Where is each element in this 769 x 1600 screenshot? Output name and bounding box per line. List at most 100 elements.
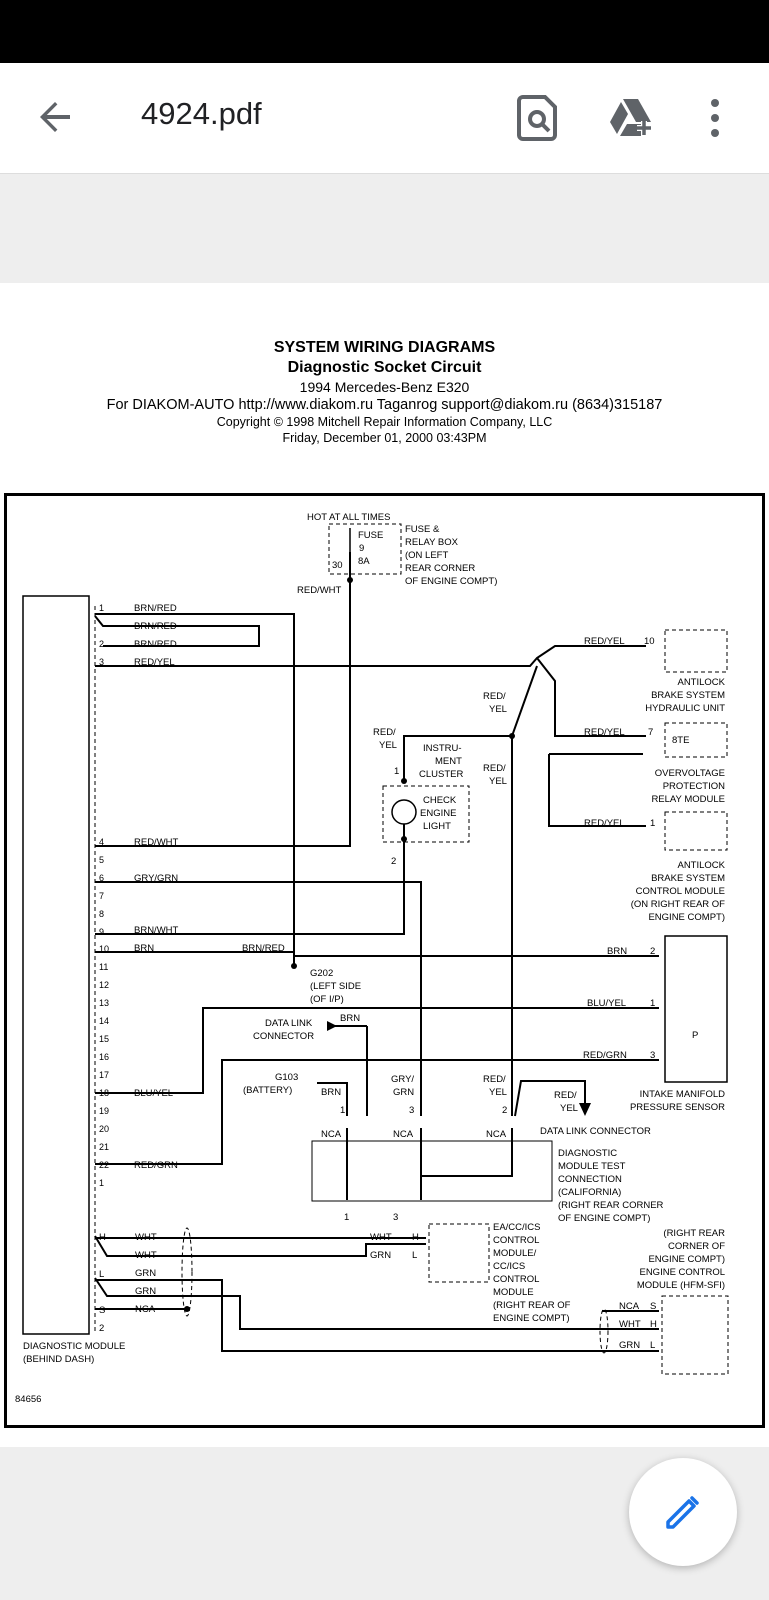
- app-bar: 4924.pdf: [0, 63, 769, 174]
- pin-label: 3: [99, 657, 104, 667]
- map-w2: BLU/YEL: [587, 998, 626, 1009]
- can-pin-2: 2: [99, 1323, 104, 1334]
- back-arrow-icon[interactable]: [32, 93, 80, 141]
- label-fuse-amp: 8A: [358, 556, 370, 567]
- document-header: SYSTEM WIRING DIAGRAMS Diagnostic Socket…: [0, 338, 769, 446]
- ovp-label-2: PROTECTION: [663, 781, 725, 792]
- ry-d-2: YEL: [489, 1087, 507, 1098]
- label-fusebox-3: (ON LEFT: [405, 550, 448, 561]
- ry-a-2: YEL: [489, 704, 507, 715]
- pin-label: 21: [99, 1142, 109, 1152]
- pin-label: 7: [99, 891, 104, 901]
- edit-fab[interactable]: [629, 1458, 737, 1566]
- pin-label: 17: [99, 1070, 109, 1080]
- label-fuse-word: FUSE: [358, 530, 383, 541]
- ecm-wht: WHT: [619, 1319, 641, 1330]
- cel-label-2: ENGINE: [420, 808, 456, 819]
- eacc-label-8: ENGINE COMPT): [493, 1313, 570, 1324]
- ecm-h: H: [650, 1319, 657, 1330]
- pin-label: 18: [99, 1088, 109, 1098]
- cel-label-1: CHECK: [423, 795, 457, 806]
- eacc-label-3: MODULE/: [493, 1248, 537, 1259]
- cel-label-3: LIGHT: [423, 821, 451, 832]
- label-fusebox-4: REAR CORNER: [405, 563, 475, 574]
- can-w1: WHT: [135, 1232, 157, 1243]
- doc-subtitle: Diagnostic Socket Circuit: [287, 359, 482, 376]
- wire-p1: BRN/RED: [134, 603, 177, 614]
- tc-label-5: (RIGHT REAR CORNER: [558, 1200, 664, 1211]
- doc-date: Friday, December 01, 2000 03:43PM: [282, 431, 487, 445]
- doc-vehicle: 1994 Mercedes-Benz E320: [299, 379, 470, 395]
- file-title: 4924.pdf: [141, 96, 262, 131]
- wiring-diagram: HOT AT ALL TIMES FUSE 9 8A 30 FUSE & REL…: [4, 493, 765, 1428]
- tc-label-3: CONNECTION: [558, 1174, 622, 1185]
- pencil-icon: [666, 1496, 699, 1529]
- ecm-grn: GRN: [619, 1340, 640, 1351]
- wire-p10: BRN: [134, 943, 154, 954]
- instr-label-1: INSTRU-: [423, 743, 462, 754]
- eacc-label-7: (RIGHT REAR OF: [493, 1300, 571, 1311]
- gry-grn-2: GRN: [393, 1087, 414, 1098]
- ovp-code: 8TE: [672, 735, 689, 746]
- instr-label-2: MENT: [435, 756, 462, 767]
- abs-ctrl-label-1: ANTILOCK: [677, 860, 725, 871]
- map-w1: BRN: [607, 946, 627, 957]
- abs-ctrl-label-3: CONTROL MODULE: [636, 886, 725, 897]
- eacc-h: H: [412, 1232, 419, 1243]
- abs-ctrl-label-2: BRAKE SYSTEM: [651, 873, 725, 884]
- map-p2: 1: [650, 998, 655, 1009]
- pin-label: 10: [99, 944, 109, 954]
- doc-title: SYSTEM WIRING DIAGRAMS: [273, 339, 496, 356]
- abs-hyd-wire: RED/YEL: [584, 636, 625, 647]
- label-fusebox-1: FUSE &: [405, 524, 440, 535]
- ry-d-1: RED/: [483, 1074, 506, 1085]
- ecm-label-4: ENGINE CONTROL: [639, 1267, 725, 1278]
- g202-2: (LEFT SIDE: [310, 981, 361, 992]
- map-sensor-box: [664, 935, 728, 1083]
- abs-hyd-pin: 10: [644, 636, 655, 647]
- tc-label-4: (CALIFORNIA): [558, 1187, 621, 1198]
- label-fuse-pin: 30: [332, 560, 343, 571]
- tc-nca-1: NCA: [321, 1129, 342, 1140]
- g103-wire: BRN: [321, 1087, 341, 1098]
- dlc1-1: DATA LINK: [265, 1018, 313, 1029]
- pin-label: 16: [99, 1052, 109, 1062]
- eacc-w2: GRN: [370, 1250, 391, 1261]
- map-p: P: [692, 1030, 698, 1041]
- ry-a-1: RED/: [483, 691, 506, 702]
- pin-label: 22: [99, 1160, 109, 1170]
- diag-module-2: (BEHIND DASH): [23, 1354, 94, 1365]
- search-in-document-icon[interactable]: [513, 93, 563, 143]
- fig-id: 84656: [15, 1394, 41, 1405]
- eacc-w1: WHT: [370, 1232, 392, 1243]
- wire-p2: BRN/RED: [134, 639, 177, 650]
- eacc-label-5: CONTROL: [493, 1274, 539, 1285]
- abs-hyd-label-1: ANTILOCK: [677, 677, 725, 688]
- can-pin-l: L: [99, 1269, 104, 1280]
- ry-c-1: RED/: [483, 763, 506, 774]
- tc-pin-3: 3: [409, 1105, 414, 1116]
- fuse-relay-box: [328, 523, 402, 575]
- add-to-drive-icon[interactable]: [606, 93, 656, 143]
- map-p3: 3: [650, 1050, 655, 1061]
- status-bar: [0, 0, 769, 63]
- pin-label: 5: [99, 855, 104, 865]
- pin-label: 12: [99, 980, 109, 990]
- more-vert-icon[interactable]: [700, 93, 730, 143]
- can-w5: NCA: [135, 1304, 156, 1315]
- pin-label: 15: [99, 1034, 109, 1044]
- wire-p1b: BRN/RED: [134, 621, 177, 632]
- ovp-label-1: OVERVOLTAGE: [655, 768, 725, 779]
- can-w2: WHT: [135, 1250, 157, 1261]
- ecm-label-2: CORNER OF: [668, 1241, 725, 1252]
- map-label-2: PRESSURE SENSOR: [630, 1102, 725, 1113]
- pdf-page[interactable]: SYSTEM WIRING DIAGRAMS Diagnostic Socket…: [0, 283, 769, 1447]
- pin-label: 14: [99, 1016, 109, 1026]
- ry-b-2: YEL: [379, 740, 397, 751]
- abs-ctrl-label-4: (ON RIGHT REAR OF: [631, 899, 725, 910]
- ecm-label-5: MODULE (HFM-SFI): [637, 1280, 725, 1291]
- g202-1: G202: [310, 968, 333, 979]
- ecm-label-3: ENGINE COMPT): [648, 1254, 725, 1265]
- tc-nca-3: NCA: [486, 1129, 507, 1140]
